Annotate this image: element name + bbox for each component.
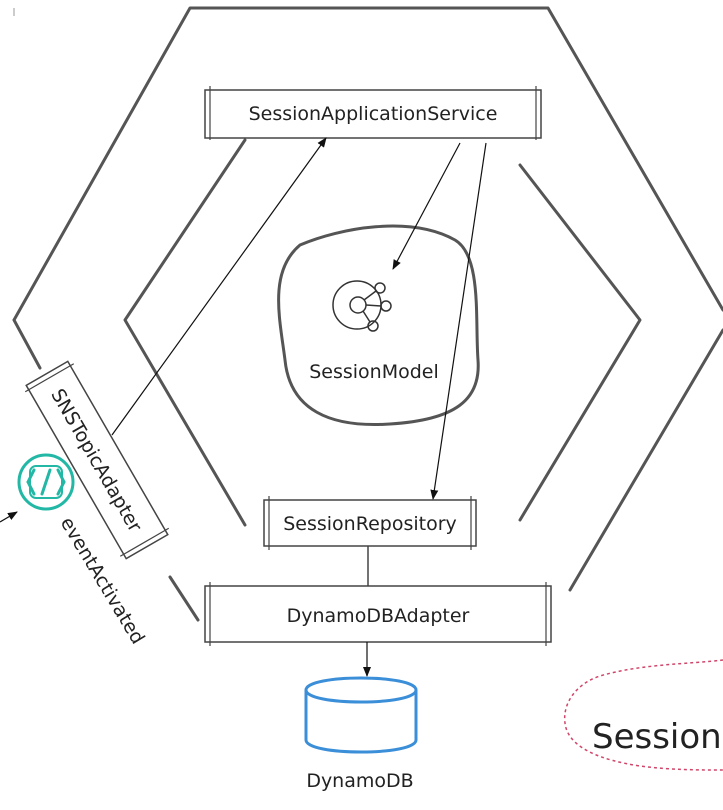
service-to-repository-arrow xyxy=(430,142,487,500)
bounded-context-label: Session xyxy=(592,717,722,757)
outer-hexagon xyxy=(12,6,723,622)
event-activated-label: eventActivated xyxy=(56,513,149,648)
domain-model-icon xyxy=(332,280,392,332)
service-to-model-arrow xyxy=(392,142,461,270)
inner-hexagon xyxy=(123,138,642,527)
dynamodb-label: DynamoDB xyxy=(306,770,413,792)
dynamodb-adapter-label: DynamoDBAdapter xyxy=(287,605,470,627)
dynamodb-icon xyxy=(304,676,418,754)
session-application-service-label: SessionApplicationService xyxy=(249,103,498,125)
session-model-label: SessionModel xyxy=(309,361,439,383)
adapter-to-service-arrow xyxy=(111,137,327,436)
bounded-context-boundary xyxy=(564,659,723,771)
session-repository-box: SessionRepository xyxy=(263,496,477,550)
session-repository-label: SessionRepository xyxy=(283,513,457,535)
sns-topic-adapter-box: SNSTopicAdapter xyxy=(24,360,170,560)
event-icon xyxy=(17,453,75,511)
session-application-service-box: SessionApplicationService xyxy=(204,86,542,140)
event-incoming-arrow xyxy=(0,511,18,523)
dynamodb-adapter-box: DynamoDBAdapter xyxy=(204,582,552,646)
domain-core-blob xyxy=(277,224,480,427)
